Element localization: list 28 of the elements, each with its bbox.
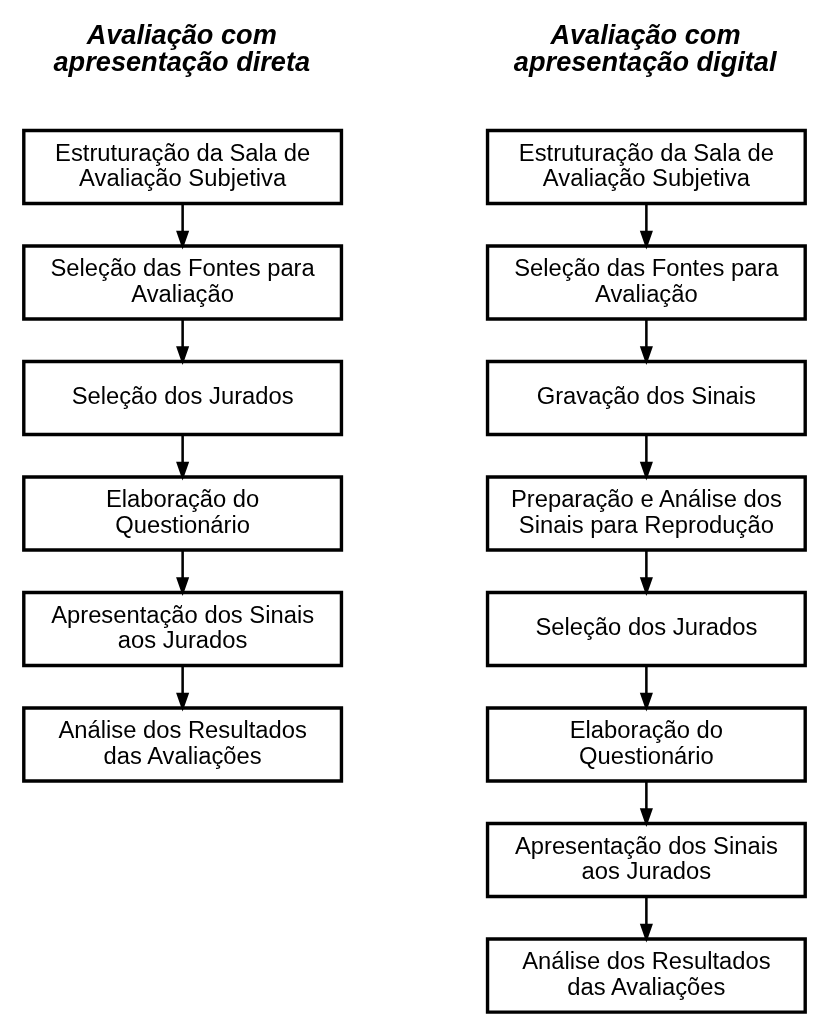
arrow	[176, 203, 190, 250]
node-box: Seleção dos Jurados	[22, 359, 344, 437]
arrow	[639, 203, 653, 250]
node-box: Gravação dos Sinais	[485, 359, 807, 437]
arrow	[176, 319, 190, 365]
node-box: Seleção dos Jurados	[485, 590, 807, 668]
node-box: Seleção das Fontes para Avaliação	[22, 244, 344, 321]
node-box: Apresentação dos Sinais aos Jurados	[22, 590, 344, 668]
node-box: Estruturação da Sala de Avaliação Subjetiva	[22, 128, 344, 206]
arrow	[639, 319, 653, 365]
node-box: Seleção das Fontes para Avaliação	[485, 244, 807, 321]
node-box: Análise dos Resultados das Avaliações	[485, 937, 807, 1014]
node-box: Preparação e Análise dos Sinais para Reprodução	[485, 475, 807, 552]
node-box: Estruturação da Sala de Avaliação Subjetiva	[485, 128, 807, 206]
label: Avaliação com apresentação direta	[53, 19, 311, 78]
arrow	[639, 896, 653, 943]
arrow	[639, 550, 653, 596]
node-box: Elaboração do Questionário	[485, 706, 807, 783]
arrow	[176, 665, 190, 712]
arrow	[176, 434, 190, 481]
arrow	[639, 665, 653, 712]
arrow	[639, 434, 653, 481]
node-box: Análise dos Resultados das Avaliações	[22, 706, 344, 783]
label: Avaliação com apresentação digital	[513, 19, 777, 78]
arrow	[176, 550, 190, 596]
node-box: Elaboração do Questionário	[22, 475, 344, 552]
arrow	[639, 781, 653, 827]
node-box: Apresentação dos Sinais aos Jurados	[485, 821, 807, 899]
